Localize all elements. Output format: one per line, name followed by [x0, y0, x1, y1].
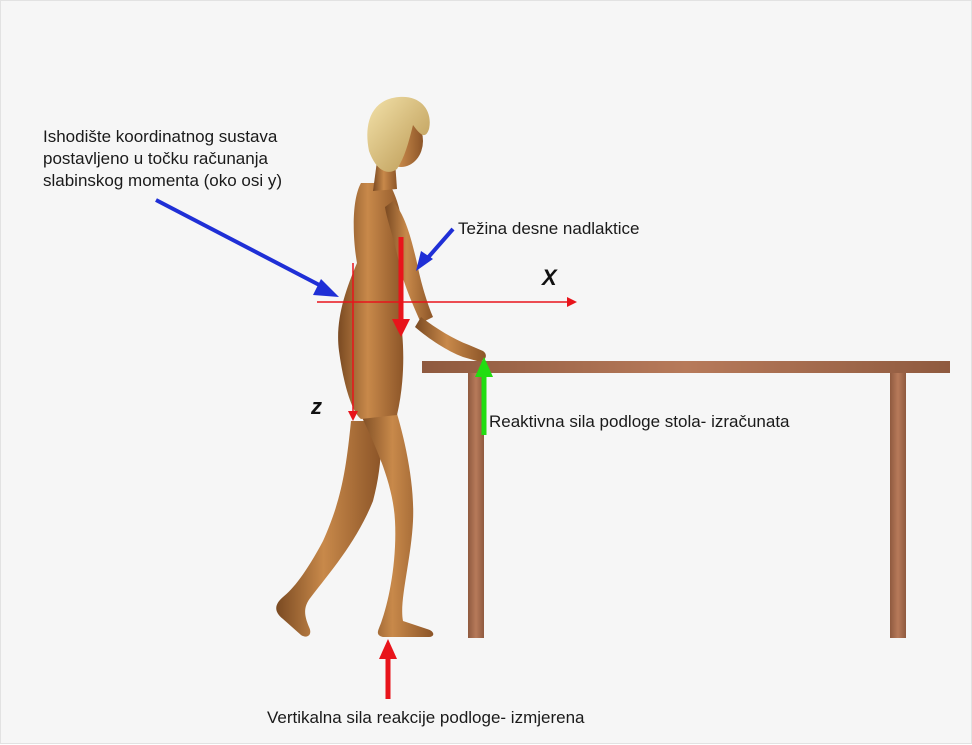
arm-weight-pointer-arrow	[416, 229, 453, 271]
table-top	[422, 361, 950, 373]
forearm	[415, 317, 486, 361]
table-reaction-label: Reaktivna sila podloge stola- izračunata	[489, 411, 790, 433]
origin-annotation-line-1: Ishodište koordinatnog sustava	[43, 126, 282, 148]
x-axis-label: X	[542, 265, 557, 291]
origin-annotation-line-2: postavljeno u točku računanja	[43, 148, 282, 170]
origin-pointer-arrow	[156, 200, 339, 297]
ground-reaction-label: Vertikalna sila reakcije podloge- izmjer…	[267, 707, 585, 729]
ground-reaction-force-arrow	[379, 639, 397, 699]
origin-annotation-line-3: slabinskog momenta (oko osi y)	[43, 170, 282, 192]
z-axis-label: z	[311, 394, 322, 420]
table-leg-right	[890, 373, 906, 638]
arm-weight-label: Težina desne nadlaktice	[458, 218, 639, 240]
origin-annotation: Ishodište koordinatnog sustava postavlje…	[43, 126, 282, 192]
back-leg	[276, 421, 381, 637]
table	[422, 361, 950, 638]
